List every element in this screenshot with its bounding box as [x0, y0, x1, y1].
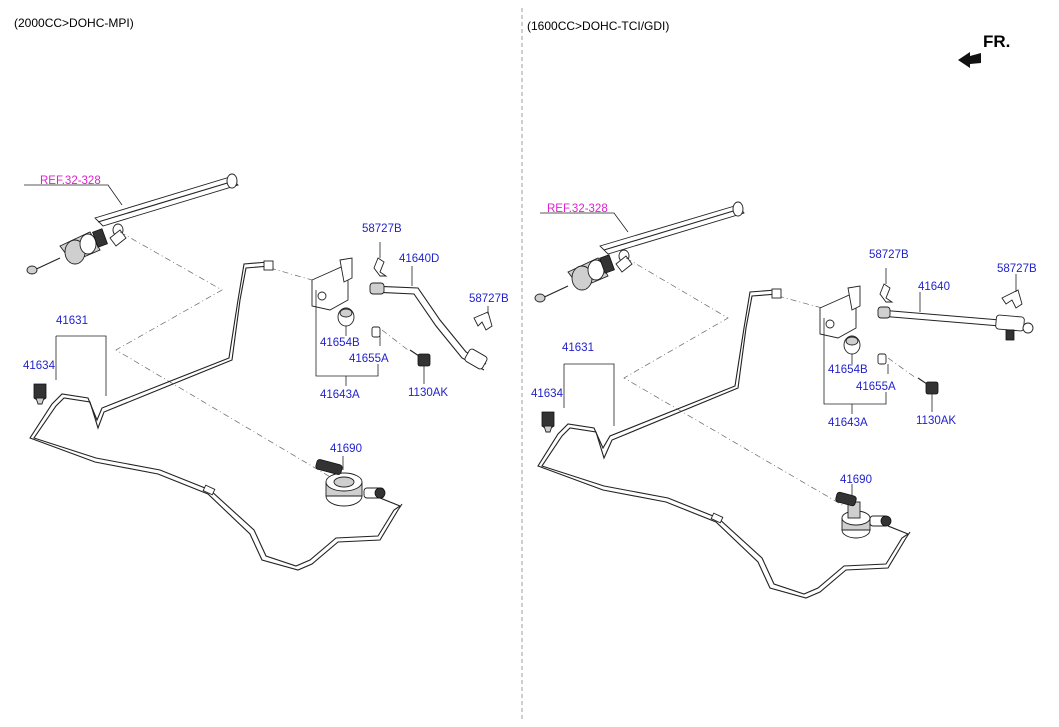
right-part-58727b-a[interactable]: 58727B: [869, 249, 909, 261]
left-dash-2: [269, 267, 313, 281]
left-dash-3: [381, 329, 409, 351]
left-sleeve-41655a: [371, 326, 381, 338]
left-dash-1: [115, 231, 333, 479]
right-ref-32-328[interactable]: REF.32-328: [547, 203, 608, 215]
left-bolt-1130ak: [409, 349, 431, 367]
right-part-41690[interactable]: 41690: [840, 474, 872, 486]
left-part-58727b-a[interactable]: 58727B: [362, 223, 402, 235]
front-direction-indicator: FR.: [958, 32, 1010, 68]
right-slave-cylinder-41690: [835, 491, 892, 539]
left-tube-fitting: [263, 260, 274, 271]
right-tube-fitting: [771, 288, 782, 299]
left-bracket: [311, 257, 353, 311]
right-clutch-tube: [541, 293, 910, 595]
left-section: REF.32-328 58727B 41640D 58727B 41631 41…: [23, 173, 509, 571]
left-part-41640d[interactable]: 41640D: [399, 253, 439, 265]
left-part-41690[interactable]: 41690: [330, 443, 362, 455]
left-part-58727b-b[interactable]: 58727B: [469, 293, 509, 305]
right-master-cylinder: [534, 201, 745, 303]
right-dash-3: [887, 357, 917, 379]
right-part-41631[interactable]: 41631: [562, 342, 594, 354]
left-part-41631[interactable]: 41631: [56, 315, 88, 327]
right-part-41643a[interactable]: 41643A: [828, 417, 868, 429]
right-part-1130ak[interactable]: 1130AK: [916, 415, 956, 427]
left-clutch-tube: [33, 265, 402, 567]
right-section-header: (1600CC>DOHC-TCI/GDI): [527, 19, 669, 33]
left-part-41634[interactable]: 41634: [23, 360, 56, 372]
right-dash-1: [623, 257, 845, 507]
right-part-41654b[interactable]: 41654B: [828, 364, 868, 376]
front-label: FR.: [983, 32, 1010, 51]
right-clip-58727b-a: [879, 283, 894, 303]
left-part-1130ak[interactable]: 1130AK: [408, 387, 448, 399]
left-slave-cylinder-41690: [315, 459, 386, 507]
left-part-41655a[interactable]: 41655A: [349, 353, 389, 365]
left-clip-58727b-b: [473, 311, 493, 331]
left-ref-32-328[interactable]: REF.32-328: [40, 175, 101, 187]
right-bracket: [819, 285, 861, 339]
right-part-41640[interactable]: 41640: [918, 281, 950, 293]
right-section: REF.32-328 58727B 41640 58727B 41631 416…: [531, 201, 1037, 599]
left-part-41654b[interactable]: 41654B: [320, 337, 360, 349]
right-dash-2: [777, 295, 823, 309]
left-hose-41640d: [369, 282, 488, 371]
left-section-header: (2000CC>DOHC-MPI): [14, 16, 134, 30]
left-clip-58727b-a: [373, 257, 388, 277]
right-part-58727b-b[interactable]: 58727B: [997, 263, 1037, 275]
left-part-41643a[interactable]: 41643A: [320, 389, 360, 401]
right-pipe-41640: [877, 306, 1034, 341]
front-arrow-icon: [958, 52, 981, 68]
right-part-41634[interactable]: 41634: [531, 388, 564, 400]
right-part-41655a[interactable]: 41655A: [856, 381, 896, 393]
right-clip-58727b-b: [1001, 289, 1023, 309]
right-bolt-1130ak: [917, 377, 939, 395]
left-master-cylinder: [24, 173, 239, 275]
right-sleeve-41655a: [877, 353, 887, 365]
